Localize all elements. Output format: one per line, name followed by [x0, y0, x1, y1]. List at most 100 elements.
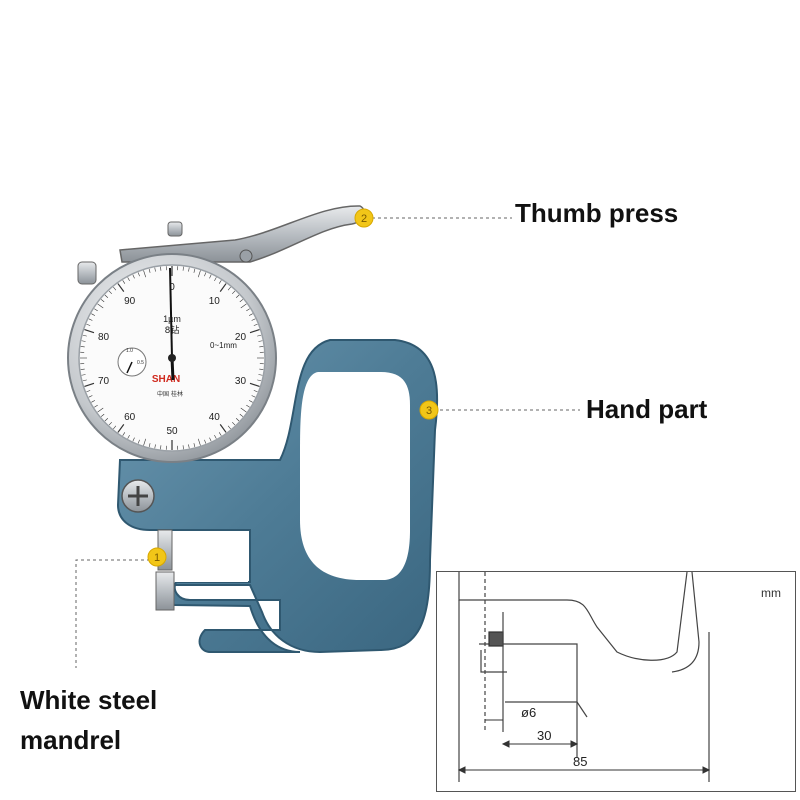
dial-tick — [253, 390, 258, 393]
dial-tick — [160, 266, 162, 271]
marker-1: 1 — [147, 547, 167, 567]
dial-number: 10 — [209, 296, 221, 307]
dial-tick — [246, 308, 250, 312]
dial-tick — [218, 432, 222, 436]
dial-tick — [214, 434, 217, 439]
dial-tick — [117, 283, 125, 293]
dial-tick — [84, 382, 95, 388]
subdial-needle — [126, 361, 133, 374]
dial-tick — [257, 379, 262, 382]
dial-tick — [258, 374, 263, 376]
dial-number: 50 — [166, 426, 178, 437]
dial-tick — [193, 268, 196, 273]
dial-tick — [259, 368, 264, 370]
dial-tick — [148, 268, 151, 273]
svg-text:1: 1 — [154, 552, 160, 564]
dial-tick — [240, 407, 247, 413]
dial-number: 20 — [235, 332, 247, 343]
dial-tick — [94, 308, 98, 312]
mandrel-label: White steel mandrel — [20, 680, 157, 760]
dial-number: 30 — [235, 376, 247, 387]
dial-tick — [248, 400, 253, 403]
dial-number: 80 — [98, 332, 110, 343]
dial-tick — [232, 290, 236, 295]
dial-tick — [84, 328, 95, 334]
dial-tick — [251, 318, 256, 321]
dial-number: 40 — [209, 412, 221, 423]
dial-tick — [209, 274, 212, 279]
dim-overall: 85 — [573, 754, 587, 769]
dial-tick — [240, 303, 247, 309]
dial-tick — [100, 299, 105, 303]
dial-number: 70 — [98, 376, 110, 387]
dial-tick — [253, 323, 258, 326]
main-needle — [169, 267, 173, 359]
dial-tick — [258, 340, 263, 342]
dial-tick — [100, 413, 105, 417]
dial-tick — [86, 323, 91, 326]
dial-ticks — [80, 266, 264, 450]
dial-tick — [122, 432, 126, 436]
dial-brand-text: SHAN — [152, 374, 180, 385]
thumb-press-label: Thumb press — [515, 198, 679, 228]
dial-tick — [143, 270, 147, 278]
dial-tick — [219, 423, 227, 433]
subdial-label-b: 0.5 — [137, 360, 144, 366]
dial-tick — [104, 418, 109, 422]
dial-range-text: 0~1mm — [210, 341, 237, 350]
mandrel-label-line2: mandrel — [20, 725, 122, 755]
dial-tick — [122, 280, 126, 284]
needle-hub — [168, 354, 176, 362]
dial-tick — [239, 299, 244, 303]
dial-tick — [94, 404, 98, 408]
dial-tick — [137, 272, 140, 277]
dial-tick — [218, 280, 222, 284]
dimension-drawing: mm ø6 30 85 — [436, 571, 796, 792]
drawing-unit: mm — [761, 586, 781, 600]
dial-tick — [127, 277, 130, 282]
marker-2: 2 — [354, 208, 374, 228]
dim-diameter: ø6 — [521, 705, 536, 720]
dial-tick — [80, 368, 85, 370]
dial-tick — [239, 413, 244, 417]
dial-tick — [132, 274, 135, 279]
dial-tick — [97, 407, 104, 413]
dial-tick — [104, 294, 109, 298]
dial-tick — [188, 267, 190, 272]
dial-tick — [82, 334, 87, 337]
svg-text:3: 3 — [426, 405, 432, 417]
dial-tick — [219, 283, 227, 293]
dial-number: 0 — [169, 282, 175, 293]
dial-tick — [80, 346, 85, 348]
dial-tick — [235, 294, 240, 298]
dial-maker-text: 中国 桂林 — [157, 390, 183, 398]
dial-tick — [227, 425, 231, 430]
thumb-press-lever — [119, 205, 365, 263]
dial-tick — [113, 425, 117, 430]
hand-part-label: Hand part — [586, 394, 708, 424]
dial-tick — [197, 270, 201, 278]
dimension-lines — [457, 719, 711, 774]
dial-tick — [197, 438, 201, 446]
dial-tick — [91, 400, 96, 403]
dial-tick — [259, 346, 264, 348]
dial-tick — [227, 286, 231, 291]
dial-tick — [235, 418, 240, 422]
dial-tick — [108, 290, 112, 295]
dial-tick — [82, 379, 87, 382]
dial-tick — [246, 404, 250, 408]
dial-tick — [86, 390, 91, 393]
dial-tick — [209, 437, 212, 442]
dial-tick — [232, 421, 236, 426]
dial-tick — [88, 318, 93, 321]
dial-tick — [81, 374, 86, 376]
marker-3: 3 — [419, 400, 439, 420]
clamp-screw — [121, 479, 155, 513]
dial-tick — [182, 445, 184, 450]
dial-tick — [182, 266, 184, 271]
dial-number: 90 — [124, 296, 136, 307]
gauge-frame — [116, 339, 439, 654]
svg-text:2: 2 — [361, 213, 367, 225]
dial-tick — [214, 277, 217, 282]
